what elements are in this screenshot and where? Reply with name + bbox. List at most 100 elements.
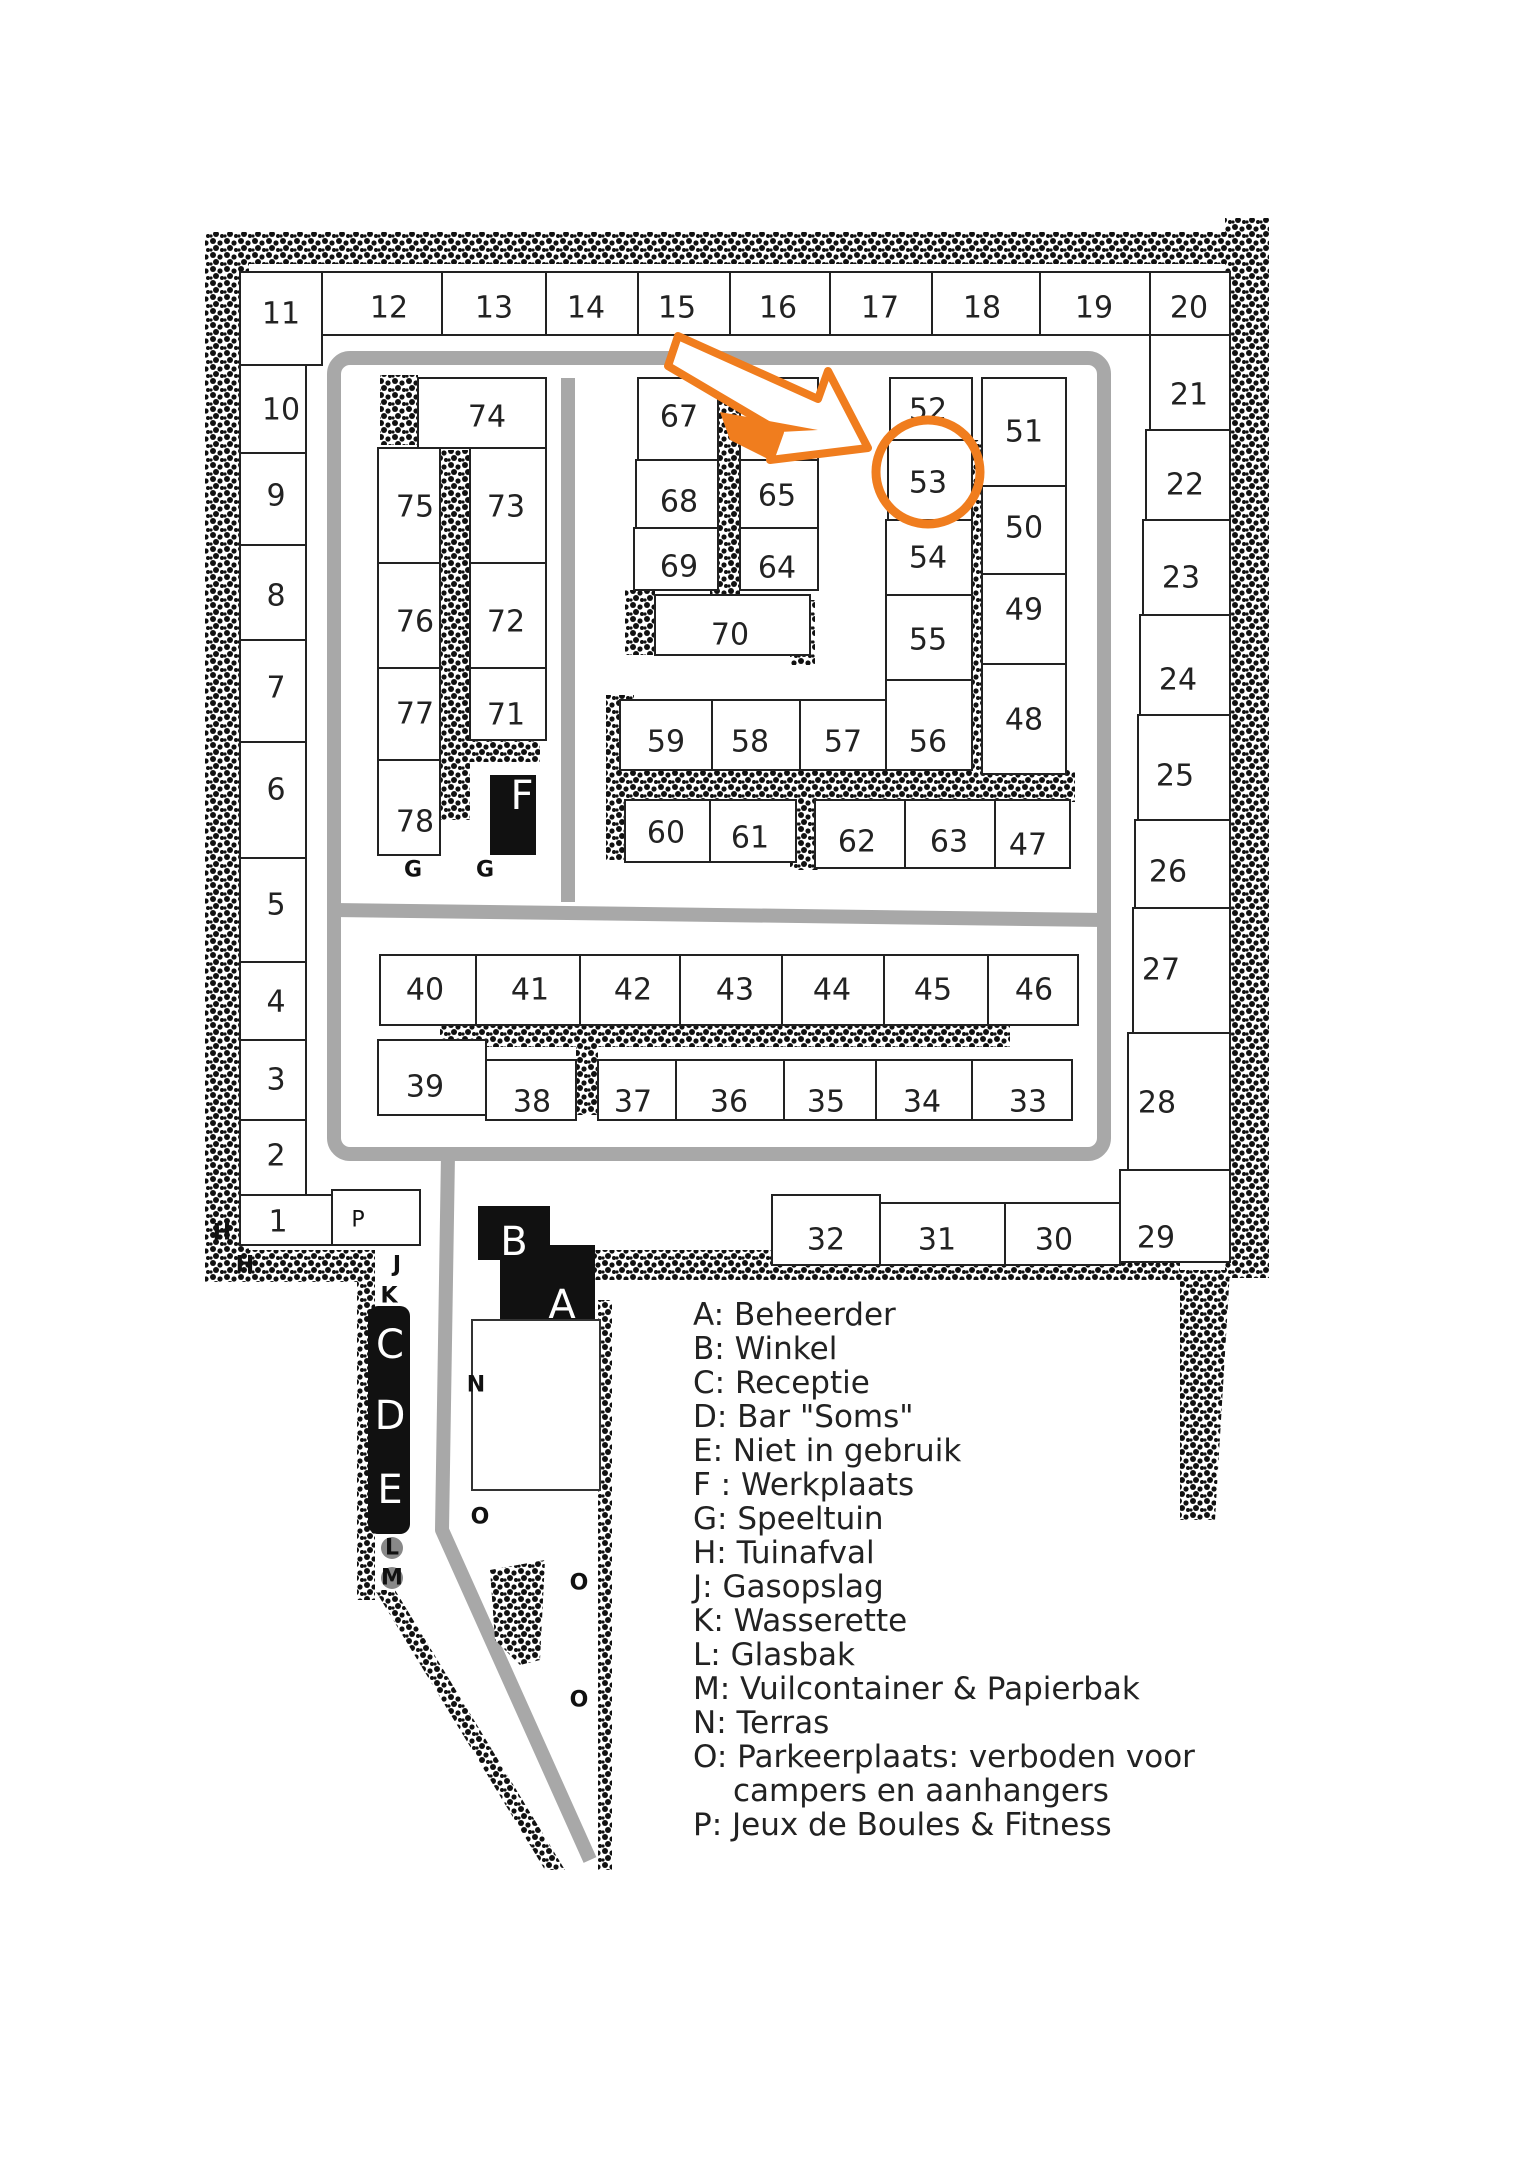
plot-label: 69 [660, 550, 698, 585]
plot-label: 43 [716, 973, 754, 1008]
plot-label: 51 [1005, 415, 1043, 450]
plot-61 [709, 799, 797, 863]
facility-f-label: F [510, 773, 533, 819]
plot-label: 73 [487, 490, 525, 525]
plot-label: 57 [824, 725, 862, 760]
plot-label: 25 [1156, 759, 1194, 794]
plot-label: 24 [1159, 663, 1197, 698]
plot-label: 47 [1009, 828, 1047, 863]
plot-46 [987, 954, 1079, 1026]
plot-label: 10 [262, 393, 300, 428]
legend-item: M: Vuilcontainer & Papierbak [693, 1671, 1140, 1707]
legend-item: F : Werkplaats [693, 1467, 915, 1503]
plot-4 [239, 961, 307, 1041]
plot-label: 33 [1009, 1085, 1047, 1120]
legend-item: H: Tuinafval [693, 1535, 875, 1571]
plot-62 [814, 799, 906, 869]
facility-p-label: P [351, 1208, 364, 1233]
plot-label: 31 [918, 1223, 956, 1258]
plot-14 [545, 271, 639, 336]
plot-label: 4 [266, 985, 285, 1020]
plot-label: 17 [861, 291, 899, 326]
plot-42 [579, 954, 681, 1026]
legend-item: C: Receptie [693, 1365, 870, 1401]
plot-label: 41 [511, 973, 549, 1008]
plot-label: 18 [963, 291, 1001, 326]
plot-50 [981, 485, 1067, 575]
plot-53-highlight-circle [871, 415, 985, 529]
plot-55 [885, 594, 973, 681]
plot-71 [469, 667, 547, 741]
plot-40 [379, 954, 477, 1026]
plot-21 [1149, 334, 1231, 431]
plot-number-layer: 1 2 3 4 5 6 7 8 9 10 11 12 13 14 15 16 1… [262, 291, 1208, 1258]
facility-g-label: G [476, 858, 494, 883]
legend-item: N: Terras [693, 1705, 830, 1741]
plot-label: 63 [930, 825, 968, 860]
plot-63 [904, 799, 996, 869]
plot-17 [829, 271, 933, 336]
plot-47 [994, 799, 1071, 869]
plot-38 [485, 1059, 577, 1121]
plot-label: 42 [614, 973, 652, 1008]
bin-l [381, 1537, 403, 1559]
plot-label: 77 [396, 697, 434, 732]
plot-58 [711, 699, 801, 771]
plot-label: 44 [813, 973, 851, 1008]
facility-c-label: C [376, 1322, 404, 1368]
plot-35 [783, 1059, 877, 1121]
plot-label: 30 [1035, 1223, 1073, 1258]
plot-24 [1139, 614, 1231, 716]
plot-56 [885, 679, 973, 771]
terrace-n [471, 1319, 601, 1491]
facility-j-label: J [391, 1253, 401, 1278]
building-a-shadow [500, 1245, 595, 1320]
legend-item: G: Speeltuin [693, 1501, 884, 1537]
plot-64 [739, 527, 819, 591]
plot-label: 15 [658, 291, 696, 326]
plot-26 [1134, 819, 1231, 909]
legend-item: J: Gasopslag [693, 1569, 884, 1605]
legend-item: P: Jeux de Boules & Fitness [693, 1807, 1112, 1843]
plot-48 [981, 663, 1067, 775]
facility-h-label: H [213, 1221, 231, 1246]
plot-label: 59 [647, 725, 685, 760]
plot-36 [675, 1059, 785, 1121]
plot-label: 49 [1005, 593, 1043, 628]
plot-10 [239, 364, 307, 454]
plot-label: 12 [370, 291, 408, 326]
plot-label: 46 [1015, 973, 1053, 1008]
plot-label: 55 [909, 623, 947, 658]
plot-28 [1127, 1032, 1231, 1171]
plot-label: 5 [266, 888, 285, 923]
building-cde [368, 1306, 410, 1534]
plot-label: 14 [567, 291, 605, 326]
plot-18 [931, 271, 1041, 336]
plot-41 [475, 954, 581, 1026]
plot-label: 7 [266, 671, 285, 706]
plot-label: 34 [903, 1085, 941, 1120]
plot-label: 54 [909, 541, 947, 576]
plot-label: 68 [660, 485, 698, 520]
legend-item: O: Parkeerplaats: verboden voor campers … [693, 1739, 1195, 1809]
plot-74 [417, 377, 547, 449]
facility-o-label: O [570, 1688, 589, 1713]
plot-label: 19 [1075, 291, 1113, 326]
plot-70 [654, 594, 811, 656]
plot-p [331, 1189, 421, 1246]
plot-44 [781, 954, 885, 1026]
arrow-icon [664, 332, 872, 464]
plot-57 [799, 699, 887, 771]
plot-label: 40 [406, 973, 444, 1008]
plot-label: 74 [468, 400, 506, 435]
facility-k-label: K [380, 1284, 398, 1309]
building-f [490, 775, 536, 855]
plot-33 [971, 1059, 1073, 1121]
plot-label: 16 [759, 291, 797, 326]
plot-label: 6 [266, 773, 285, 808]
plot-label: 21 [1170, 378, 1208, 413]
plot-label: 67 [660, 400, 698, 435]
plot-1 [239, 1194, 333, 1246]
plot-label: 60 [647, 816, 685, 851]
facility-d-label: D [375, 1393, 406, 1439]
